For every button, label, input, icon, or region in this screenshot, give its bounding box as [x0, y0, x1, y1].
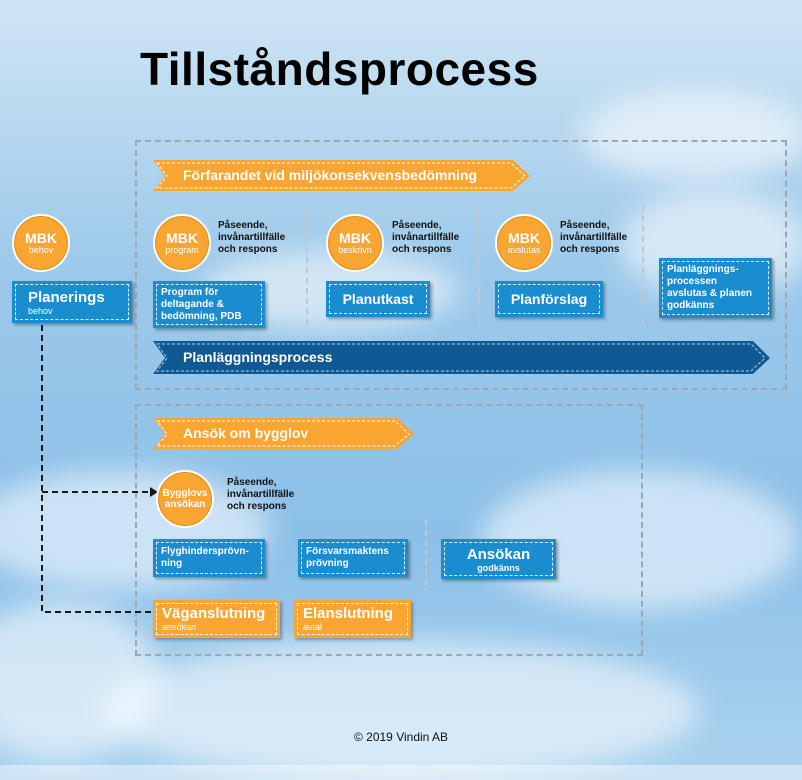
mkb-banner-label: Förfarandet vid miljökonsekvensbedömning	[183, 167, 478, 183]
planforslag-box: Planförslag	[495, 281, 603, 317]
planlaggning-banner	[153, 341, 770, 374]
mbk-beskrivn-circle: MBK beskrivn	[326, 214, 384, 272]
stage3-note: Påseende, invånartillfälle och respons	[560, 220, 628, 255]
planutkast-box: Planutkast	[326, 281, 430, 317]
divider	[642, 205, 644, 325]
planlaggning-avslutas-box: Planläggnings- processen avslutas & plan…	[659, 258, 772, 318]
mbk-avslutas-circle: MBK avslutas	[495, 214, 553, 272]
bygglovsansokan-circle: Bygglovs ansökan	[156, 470, 214, 528]
flyghinder-box: Flyghindersprövn- ning	[153, 539, 265, 577]
planlaggning-banner-label: Planläggningsprocess	[183, 349, 333, 365]
bygglov-banner	[153, 418, 414, 449]
divider	[425, 520, 427, 595]
copyright: © 2019 Vindin AB	[353, 730, 449, 744]
divider	[306, 205, 308, 325]
mbk-program-circle: MBK program	[153, 214, 211, 272]
ansokan-godkanns-box: Ansökan godkänns	[441, 539, 556, 579]
mkb-banner	[153, 160, 530, 191]
page-title: Tillståndsprocess	[140, 43, 539, 95]
stage2-note: Påseende, invånartillfälle och respons	[392, 220, 460, 255]
forsvarsmakten-box: Försvarsmaktens prövning	[298, 539, 408, 577]
cloud	[100, 640, 700, 780]
bygglov-banner-label: Ansök om bygglov	[183, 425, 309, 441]
planeringsbehov-box: Planerings behov	[12, 281, 132, 323]
divider	[478, 205, 480, 325]
elanslutning-box: Elanslutning avtal	[294, 600, 411, 638]
bygglov-frame	[135, 404, 643, 656]
cloud	[0, 600, 160, 760]
stage1-note: Påseende, invånartillfälle och respons	[218, 220, 286, 255]
vaganslutning-box: Väganslutning ansökan	[153, 600, 280, 638]
mkb-frame	[135, 140, 787, 390]
cloud	[580, 90, 802, 180]
bygglov-note: Påseende, invånartillfälle och respons	[227, 477, 295, 512]
pdb-box: Program för deltagande & bedömning, PDB	[153, 281, 265, 328]
mbk-behov-circle: MBK behov	[12, 214, 70, 272]
